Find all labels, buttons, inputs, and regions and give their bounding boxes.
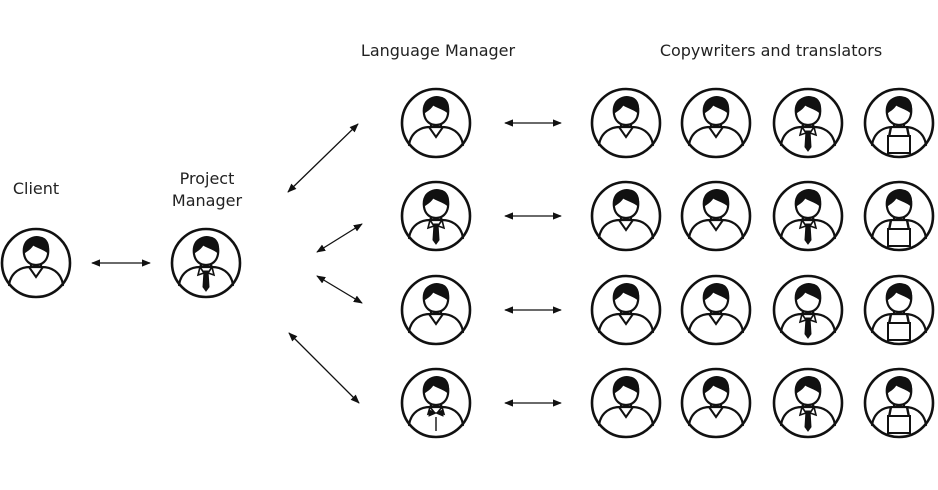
language-manager-3-icon: [400, 274, 472, 346]
language-manager-2-icon: [400, 180, 472, 252]
copywriter-r2-c2-icon: [680, 180, 752, 252]
copywriter-r4-c2-icon: [680, 367, 752, 439]
copywriter-r4-c1-icon: [590, 367, 662, 439]
arrow-pm-lm-1: [287, 123, 359, 193]
copywriter-r1-c2-icon: [680, 87, 752, 159]
project-manager-label: Project Manager: [171, 169, 243, 210]
language-manager-1-icon: [400, 87, 472, 159]
arrow-pm-lm-3: [316, 275, 363, 304]
copywriter-r2-c4-icon: [863, 180, 935, 252]
copywriters-label: Copywriters and translators: [659, 41, 883, 60]
copywriter-r1-c1-icon: [590, 87, 662, 159]
copywriter-r2-c3-icon: [772, 180, 844, 252]
client-person-icon: [0, 227, 72, 299]
copywriter-r3-c4-icon: [863, 274, 935, 346]
copywriter-r3-c1-icon: [590, 274, 662, 346]
copywriter-r1-c4-icon: [863, 87, 935, 159]
copywriter-r4-c4-icon: [863, 367, 935, 439]
copywriter-r1-c3-icon: [772, 87, 844, 159]
copywriter-r2-c1-icon: [590, 180, 662, 252]
language-manager-label: Language Manager: [360, 41, 516, 60]
arrow-pm-lm-4: [288, 332, 360, 404]
copywriter-r3-c3-icon: [772, 274, 844, 346]
client-label: Client: [12, 179, 60, 198]
copywriter-r4-c3-icon: [772, 367, 844, 439]
project-manager-person-icon: [170, 227, 242, 299]
language-manager-4-icon: [400, 367, 472, 439]
copywriter-r3-c2-icon: [680, 274, 752, 346]
arrow-pm-lm-2: [316, 223, 363, 253]
